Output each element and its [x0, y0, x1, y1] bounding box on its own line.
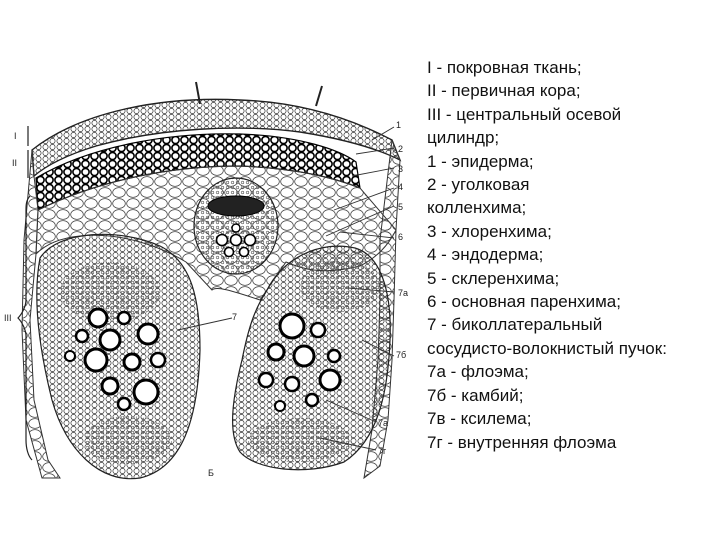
caption-line: III - центральный осевой	[427, 104, 622, 124]
label-1: 1	[396, 120, 401, 130]
label-2: 2	[398, 144, 403, 154]
caption-line: 7а - флоэма;	[427, 362, 529, 382]
label-I: I	[14, 131, 17, 141]
label-5: 5	[398, 202, 403, 212]
label-7: 7	[232, 312, 237, 322]
label-7g: 7г	[378, 446, 387, 456]
caption-line: 2 - уголковая	[427, 175, 530, 195]
label-B: Б	[208, 468, 214, 478]
label-II: II	[12, 158, 17, 168]
label-6: 6	[398, 232, 403, 242]
caption-legend: I - покровная ткань; II - первичная кора…	[427, 56, 715, 454]
left-brackets	[17, 126, 33, 461]
caption-line: II - первичная кора;	[427, 81, 581, 101]
caption-line: 7б - камбий;	[427, 385, 524, 405]
caption-line: 6 - основная паренхима;	[427, 292, 621, 312]
cortex-left-wall	[21, 149, 61, 479]
label-4: 4	[398, 182, 403, 192]
caption-line: 7в - ксилема;	[427, 409, 532, 429]
caption-line: 7 - биколлатеральный	[427, 315, 603, 335]
caption-line: сосудисто-волокнистый пучок:	[427, 338, 667, 358]
label-3: 3	[398, 164, 403, 174]
label-7b: 7б	[396, 350, 406, 360]
left-bundle	[36, 233, 201, 480]
caption-line: 4 - эндодерма;	[427, 245, 544, 265]
caption-line: 7г - внутренняя флоэма	[427, 432, 617, 452]
caption-line: 5 - склеренхима;	[427, 268, 560, 288]
leader-lines	[177, 126, 395, 451]
caption-line: 3 - хлоренхима;	[427, 221, 552, 241]
caption-line: цилиндр;	[427, 128, 500, 148]
caption-line: колленхима;	[427, 198, 527, 218]
caption-line: 1 - эпидерма;	[427, 151, 534, 171]
label-7a-bottom: 7а	[378, 418, 388, 428]
small-bundle	[193, 177, 279, 275]
label-7a-top: 7а	[398, 288, 408, 298]
right-bundle	[232, 245, 391, 471]
label-III: III	[4, 313, 12, 323]
caption-line: I - покровная ткань;	[427, 58, 582, 77]
